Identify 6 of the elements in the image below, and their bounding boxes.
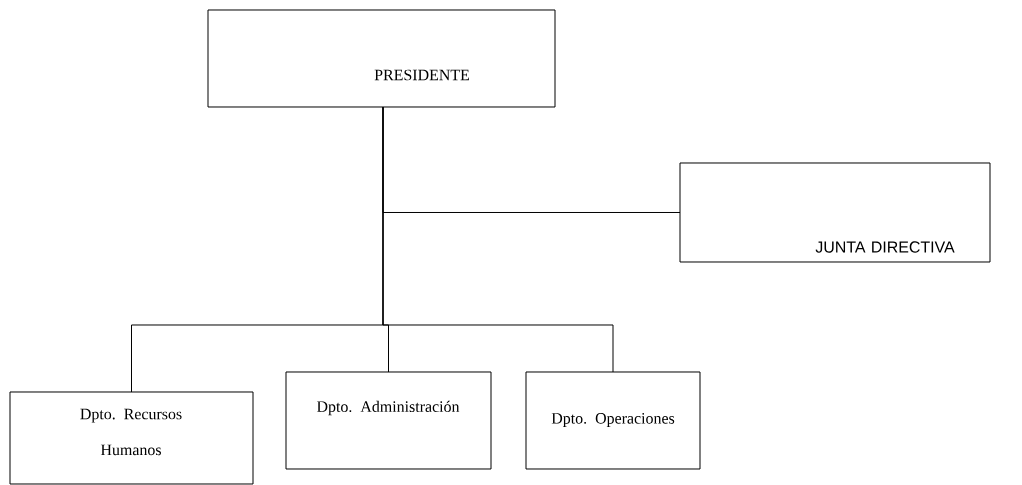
department-box: Dpto. Recursos Humanos xyxy=(9,391,254,485)
department-box: Dpto. Administración xyxy=(285,371,492,470)
connector-line xyxy=(382,106,614,373)
department-box: Dpto. Operaciones xyxy=(525,371,701,470)
president-box: PRESIDENTE xyxy=(207,9,556,108)
board-box: JUNTA DIRECTIVA xyxy=(679,162,991,263)
